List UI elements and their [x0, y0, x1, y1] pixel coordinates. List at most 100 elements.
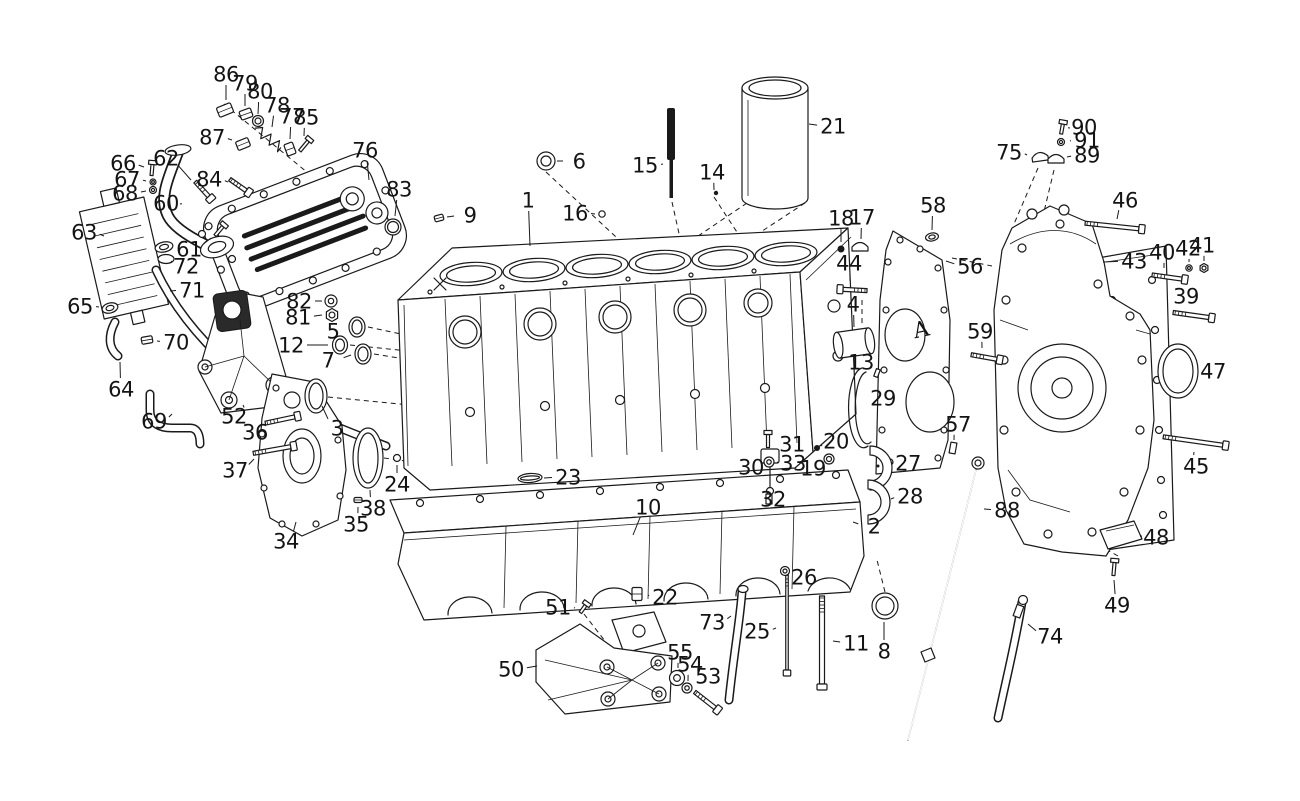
part-number-34: 34: [273, 530, 299, 554]
part-number-51: 51: [545, 596, 571, 620]
part-glyph-bolth: [1172, 309, 1216, 324]
part-glyph-ellring: [331, 335, 349, 355]
part-number-57: 57: [945, 413, 971, 437]
leader-line-81: [313, 314, 323, 317]
part-number-58: 58: [920, 194, 946, 218]
part-glyph-ring: [384, 218, 402, 236]
part-number-88: 88: [994, 499, 1020, 523]
part-number-36: 36: [242, 421, 268, 445]
part-glyph-screwv: [147, 159, 158, 177]
part-number-15: 15: [632, 154, 658, 178]
part-number-38: 38: [360, 497, 386, 521]
part-number-66: 66: [110, 152, 136, 176]
housing-bottom-gasket: [1099, 520, 1143, 550]
part-number-90: 90: [1071, 116, 1097, 140]
part-glyph-bolth: [228, 177, 254, 199]
part-number-22: 22: [652, 586, 678, 610]
part-number-59: 59: [967, 320, 993, 344]
leader-line-89: [1066, 155, 1072, 158]
part-glyph-plug: [238, 107, 254, 121]
part-glyph-dotf: [837, 245, 845, 253]
flywheel-housing: [993, 204, 1155, 557]
part-number-65: 65: [67, 295, 93, 319]
part-glyph-washer: [763, 456, 775, 468]
part-glyph-bolth: [1162, 434, 1230, 451]
part-glyph-washer: [324, 294, 338, 308]
part-number-23: 23: [555, 466, 581, 490]
part-number-74: 74: [1037, 625, 1063, 649]
part-number-33: 33: [780, 452, 806, 476]
part-number-55: 55: [667, 641, 693, 665]
part-number-82: 82: [286, 290, 312, 314]
water-pipe-60: [158, 144, 237, 264]
part-glyph-dot: [392, 453, 402, 463]
part-glyph-plug: [283, 141, 297, 157]
leader-line-34: [293, 521, 297, 532]
part-number-50: 50: [498, 658, 524, 682]
part-glyph-washer: [1056, 137, 1066, 147]
part-number-1: 1: [522, 189, 535, 213]
bearing-shells: [867, 445, 893, 525]
leader-line-66: [138, 164, 145, 168]
leader-line-50: [526, 665, 538, 669]
hose-64: [105, 317, 123, 361]
part-number-73: 73: [699, 611, 725, 635]
part-number-29: 29: [870, 387, 896, 411]
part-number-42: 42: [1175, 237, 1201, 261]
part-glyph-bolth: [692, 689, 723, 716]
part-number-16: 16: [562, 202, 588, 226]
part-glyph-plug: [140, 335, 154, 345]
part-number-35: 35: [343, 513, 369, 537]
leader-line-1: [528, 210, 531, 247]
part-glyph-washer: [1185, 264, 1193, 272]
part-glyph-dotf: [814, 445, 820, 451]
stud-15: [667, 108, 675, 198]
leader-line-2: [852, 521, 859, 525]
part-number-8: 8: [878, 640, 891, 664]
part-glyph-screwv: [1109, 557, 1120, 577]
part-number-4: 4: [847, 293, 860, 317]
part-glyph-oval: [154, 241, 174, 253]
part-number-6: 6: [573, 150, 586, 174]
part-glyph-bushing: [832, 327, 876, 359]
part-glyph-washer: [668, 669, 686, 687]
part-glyph-cap: [851, 241, 869, 252]
part-number-45: 45: [1183, 455, 1209, 479]
part-number-30: 30: [738, 456, 764, 480]
part-number-71: 71: [179, 279, 205, 303]
leader-line-37: [248, 458, 255, 465]
leader-line-49: [1113, 579, 1116, 595]
part-number-53: 53: [695, 665, 721, 689]
part-number-20: 20: [823, 430, 849, 454]
part-number-37: 37: [222, 459, 248, 483]
leader-line-23: [543, 477, 553, 479]
part-glyph-bolth: [193, 179, 217, 205]
part-number-84: 84: [196, 168, 222, 192]
part-glyph-ellring: [354, 343, 372, 365]
part-number-80: 80: [247, 80, 273, 104]
leader-line-75: [1024, 153, 1028, 156]
part-number-47: 47: [1200, 360, 1226, 384]
part-number-48: 48: [1143, 526, 1169, 550]
part-number-9: 9: [464, 204, 477, 228]
leader-line-74: [1027, 623, 1037, 632]
part-number-5: 5: [327, 320, 340, 344]
part-glyph-ellring: [517, 472, 543, 484]
part-number-64: 64: [108, 378, 134, 402]
part-glyph-bolth: [836, 284, 868, 295]
leader-line-10: [632, 516, 641, 536]
leader-line-69: [168, 413, 173, 418]
hose-ring: [157, 253, 175, 265]
part-number-2: 2: [868, 515, 881, 539]
leader-line-72: [170, 260, 173, 263]
part-glyph-spring: [254, 126, 282, 153]
part-number-52: 52: [221, 405, 247, 429]
part-glyph-washer: [681, 682, 693, 694]
part-number-7: 7: [322, 349, 335, 373]
part-number-3: 3: [331, 417, 344, 441]
front-cover: [257, 373, 347, 537]
dipstick-tube-74: [993, 594, 1029, 723]
thrust-ring: [847, 367, 872, 449]
